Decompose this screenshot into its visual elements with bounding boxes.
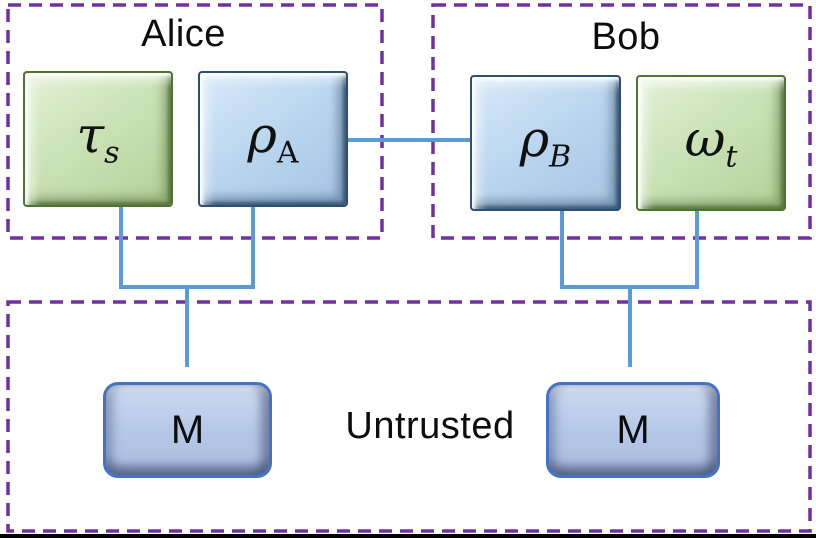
omega-subscript: t xyxy=(725,139,738,175)
wire-alice-bracket xyxy=(119,200,255,289)
bob-region-border xyxy=(431,3,812,240)
untrusted-region-border xyxy=(6,300,812,533)
rho-A-subscript: A xyxy=(276,135,299,171)
rho-B-state-box: ρB xyxy=(470,75,621,211)
wire-bob-bracket xyxy=(560,204,699,289)
figure-bottom-edge xyxy=(0,534,816,538)
tau-subscript: s xyxy=(104,135,120,171)
rho-A-symbol: ρ xyxy=(247,105,277,164)
rho-B-label: ρB xyxy=(520,114,571,173)
measurement-box-bob: M xyxy=(546,382,720,478)
tau-symbol: τ xyxy=(76,105,105,164)
measurement-box-alice: M xyxy=(103,382,272,478)
rho-A-state-box: ρA xyxy=(198,71,348,207)
rho-B-subscript: B xyxy=(549,139,572,175)
tau-s-state-box: τs xyxy=(23,71,173,207)
untrusted-region-label: Untrusted xyxy=(345,405,515,447)
alice-region-border xyxy=(6,3,384,240)
measurement-box-alice-label: M xyxy=(170,407,205,452)
rho-A-label: ρA xyxy=(247,110,298,169)
rho-B-symbol: ρ xyxy=(519,109,550,168)
tau-s-label: τs xyxy=(76,110,119,169)
measurement-box-bob-label: M xyxy=(616,407,650,452)
alice-region-title: Alice xyxy=(141,13,226,55)
omega-t-state-box: ωt xyxy=(636,75,786,211)
bob-region-title: Bob xyxy=(591,16,661,58)
omega-symbol: ω xyxy=(684,109,726,168)
omega-t-label: ωt xyxy=(685,114,738,173)
